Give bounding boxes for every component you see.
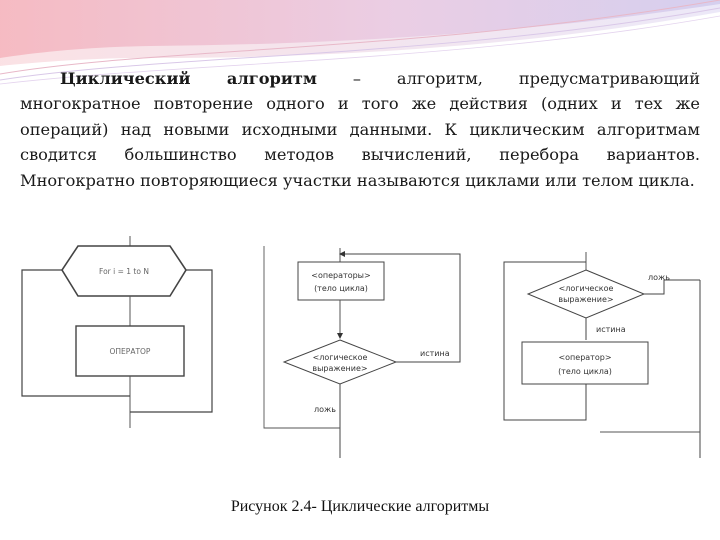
loop-header-label: For i = 1 to N — [99, 267, 149, 276]
definition-paragraph: Циклический алгоритм – алгоритм, предусм… — [20, 66, 700, 193]
true-label: истина — [420, 349, 450, 358]
body-label-2: (тело цикла) — [558, 367, 612, 376]
true-label: истина — [596, 325, 626, 334]
condition-label-1: <логическое — [559, 284, 614, 293]
header-decoration — [0, 0, 720, 85]
flowchart-do-while: <операторы> (тело цикла) <логическое выр… — [263, 246, 461, 458]
operator-label: ОПЕРАТОР — [110, 347, 151, 356]
flowchart-while: <логическое выражение> ложь истина <опер… — [503, 252, 701, 458]
flowchart-figures: For i = 1 to N ОПЕРАТОР <операторы> (тел… — [21, 236, 701, 458]
body-label-1: <операторы> — [311, 271, 370, 280]
condition-diamond — [526, 269, 646, 319]
body-label-1: <оператор> — [558, 353, 611, 362]
body-box — [521, 341, 649, 385]
definition-text: – алгоритм, предусматривающий многократн… — [20, 69, 700, 190]
term-highlight: Циклический алгоритм — [60, 69, 317, 88]
flowchart-for-loop: For i = 1 to N ОПЕРАТОР — [21, 236, 213, 428]
figure-caption: Рисунок 2.4- Циклические алгоритмы — [230, 498, 490, 515]
condition-label-2: выражение> — [312, 364, 367, 373]
condition-diamond — [282, 339, 398, 385]
condition-label-2: выражение> — [558, 295, 613, 304]
body-label-2: (тело цикла) — [314, 284, 368, 293]
condition-label-1: <логическое — [313, 353, 368, 362]
body-box — [297, 261, 385, 301]
false-label: ложь — [648, 273, 670, 282]
false-label: ложь — [314, 405, 336, 414]
